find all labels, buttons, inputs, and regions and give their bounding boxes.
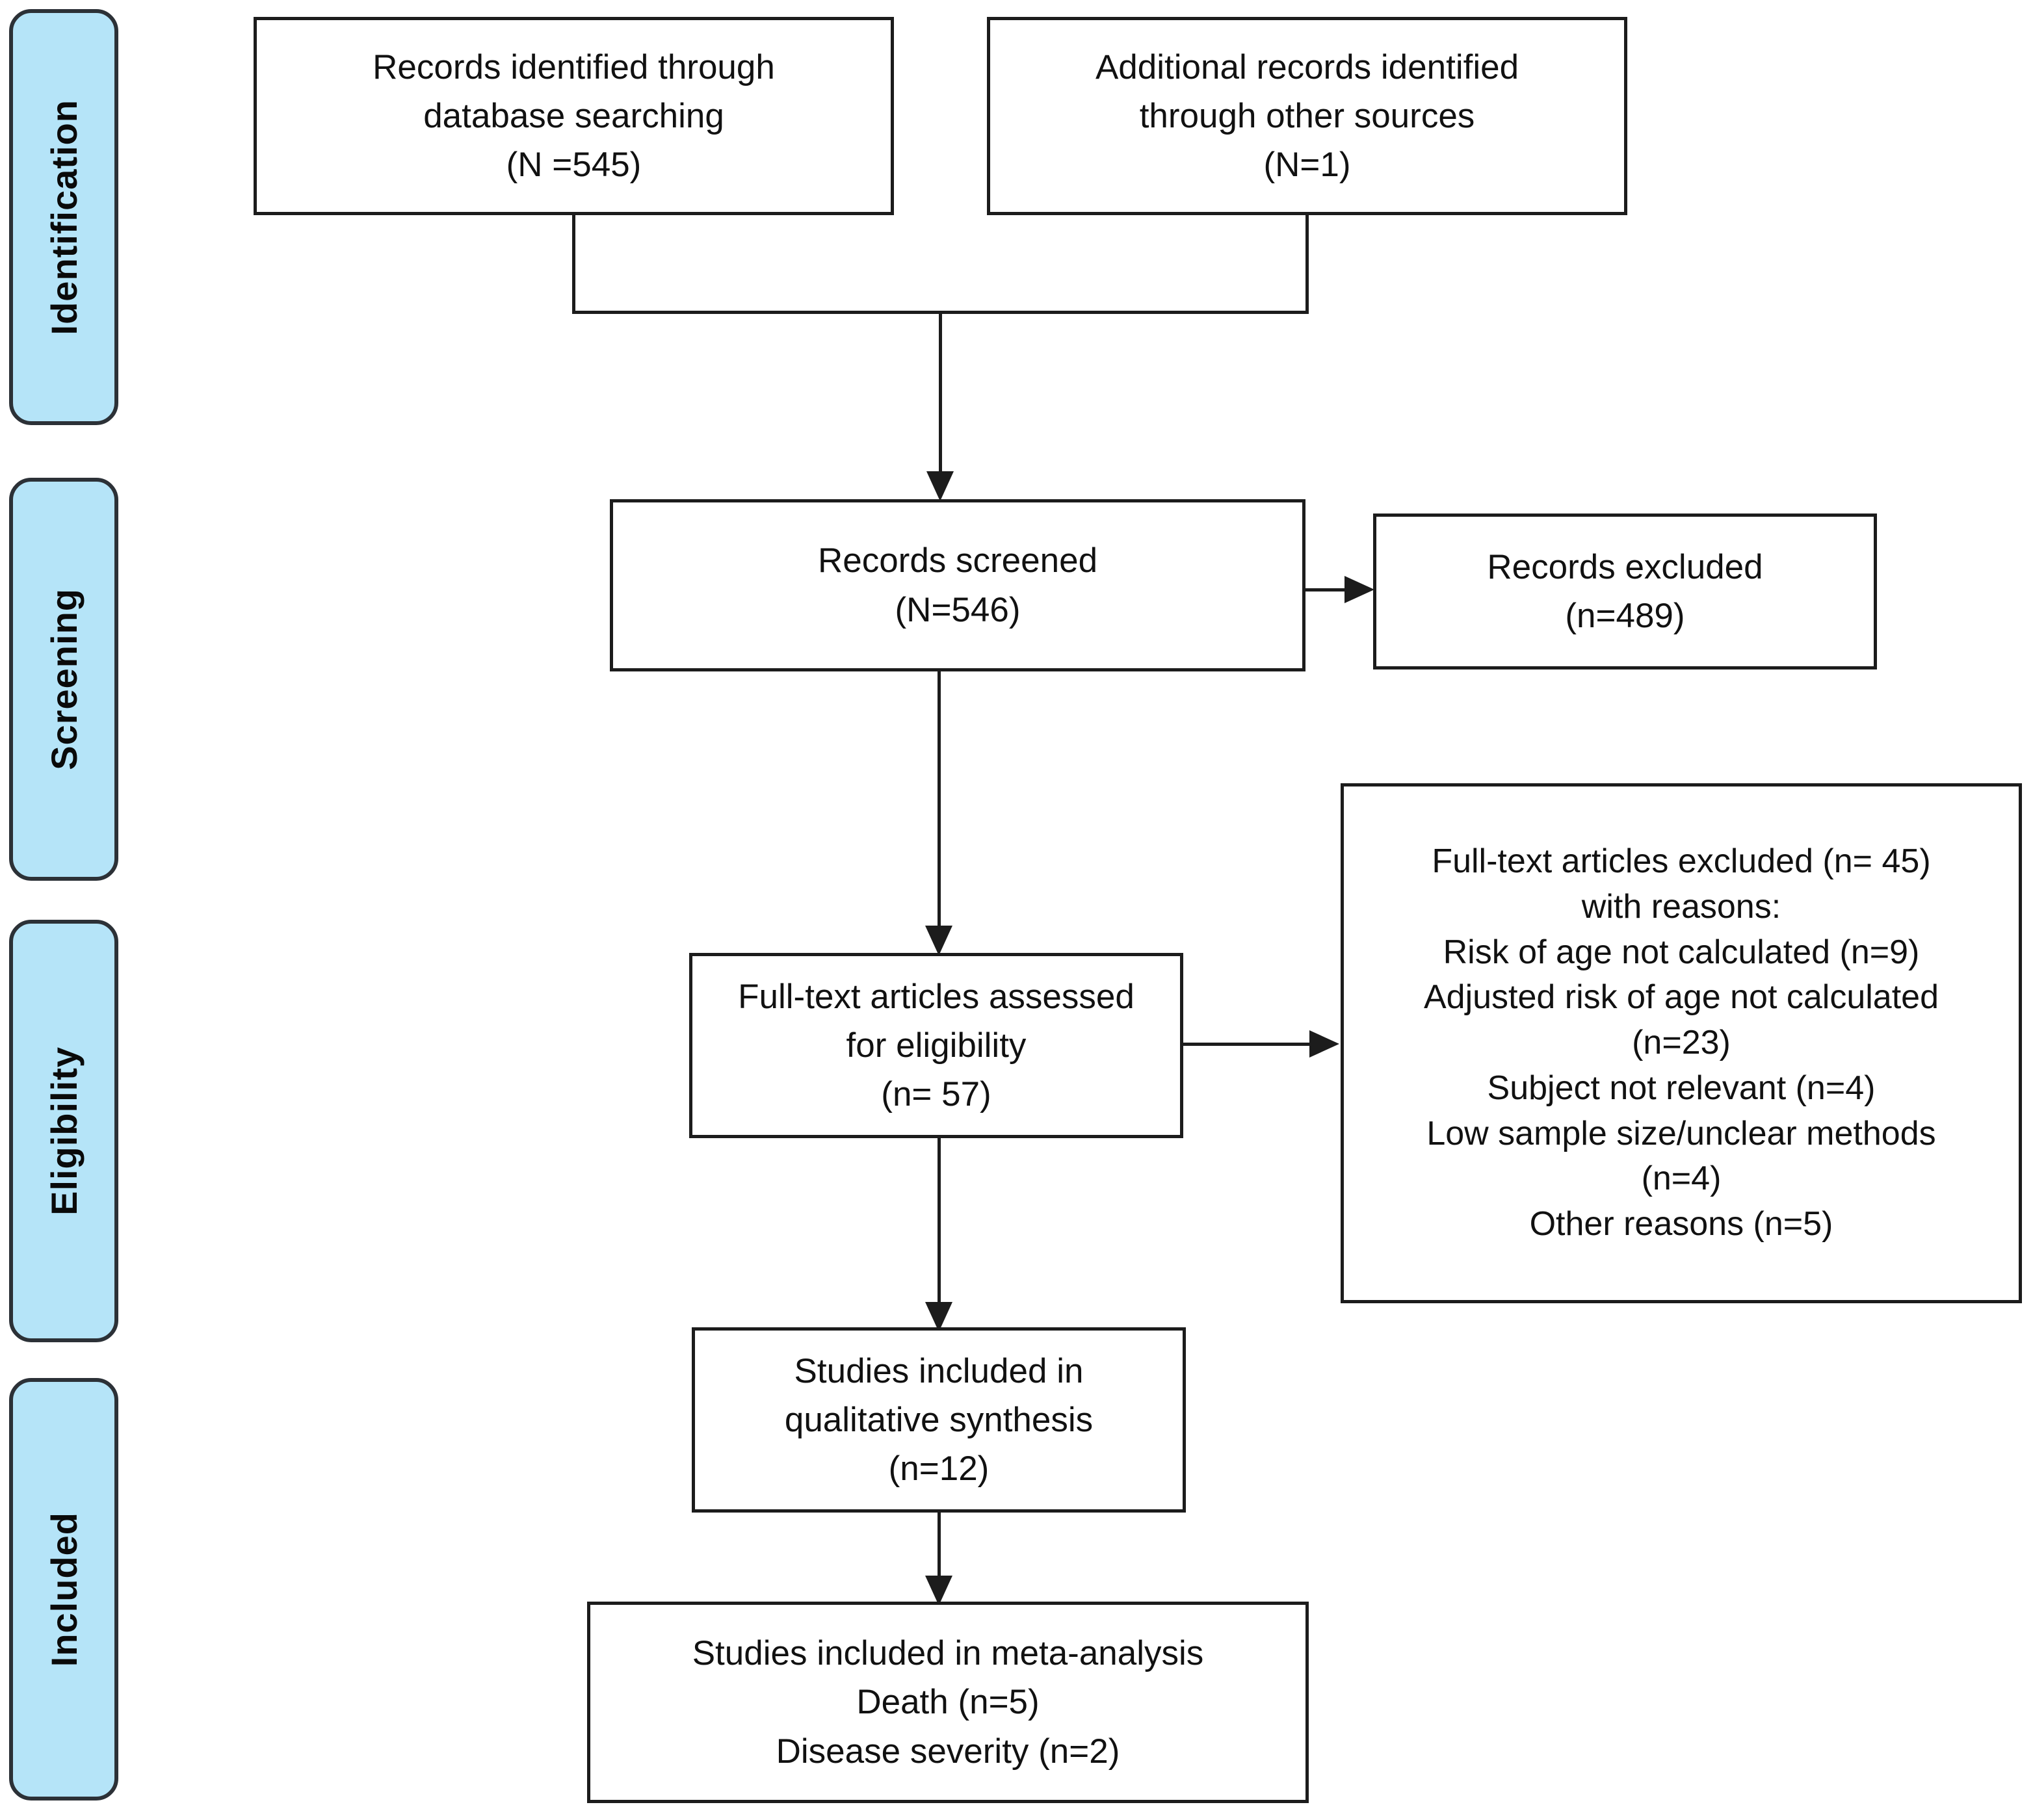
box-qualitative-synthesis-text: Studies included in qualitative synthesi… [784,1351,1094,1488]
box-records-screened: Records screened (N=546) [610,499,1305,671]
arrowhead-to-fulltext-excluded-icon [1309,1030,1339,1058]
box-fulltext-assessed-text: Full-text articles assessed for eligibil… [738,977,1135,1114]
stage-label-identification: Identification [43,99,85,335]
connector-screened-to-fulltext [938,671,941,928]
arrowhead-to-records-excluded-icon [1344,576,1374,603]
stage-pill-eligibility: Eligibility [9,920,118,1342]
stage-label-eligibility: Eligibility [43,1046,85,1216]
box-fulltext-excluded-reasons-text: Full-text articles excluded (n= 45) with… [1423,842,1939,1243]
stage-label-screening: Screening [43,588,85,770]
box-records-excluded-text: Records excluded (n=489) [1487,547,1763,635]
connector-merge-to-screened [939,311,942,473]
stage-label-included: Included [43,1511,85,1667]
stage-pill-identification: Identification [9,9,118,425]
arrowhead-to-fulltext-assessed-icon [925,926,952,956]
connector-screened-to-excluded [1304,588,1347,592]
connector-qualitative-to-meta [938,1513,941,1578]
box-qualitative-synthesis: Studies included in qualitative synthesi… [692,1327,1186,1513]
box-meta-analysis-text: Studies included in meta-analysis Death … [692,1634,1204,1771]
connector-fulltext-to-qualitative [938,1138,941,1304]
box-additional-records-other-sources: Additional records identified through ot… [987,17,1627,215]
box-records-identified-database: Records identified through database sear… [254,17,894,215]
box-fulltext-assessed: Full-text articles assessed for eligibil… [689,953,1183,1138]
connector-other-sources-down [1305,215,1309,313]
box-fulltext-excluded-reasons: Full-text articles excluded (n= 45) with… [1341,783,2022,1303]
box-meta-analysis: Studies included in meta-analysis Death … [587,1602,1309,1803]
connector-fulltext-to-excluded-reasons [1182,1043,1312,1046]
box-additional-records-other-sources-text: Additional records identified through ot… [1095,47,1519,185]
stage-pill-screening: Screening [9,478,118,881]
box-records-identified-database-text: Records identified through database sear… [373,47,775,185]
connector-database-search-down [572,215,575,313]
arrowhead-to-records-screened-icon [926,471,954,501]
box-records-screened-text: Records screened (N=546) [817,541,1098,629]
box-records-excluded: Records excluded (n=489) [1373,514,1877,670]
arrowhead-to-meta-analysis-icon [925,1576,952,1606]
arrowhead-to-qualitative-synthesis-icon [925,1302,952,1332]
stage-pill-included: Included [9,1378,118,1800]
